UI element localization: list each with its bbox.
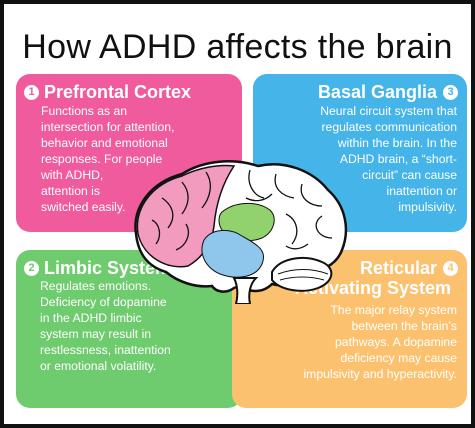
page-title: How ADHD affects the brain — [22, 28, 453, 66]
number-badge-1: 1 — [24, 85, 39, 100]
reticular-activating-system-text: The major relay system between the brain… — [303, 303, 457, 381]
prefrontal-cortex-text: Functions as an intersection for attenti… — [41, 104, 175, 214]
reticular-heading: Reticular — [359, 258, 437, 278]
limbic-system-heading: Limbic System — [44, 258, 172, 278]
limbic-system-text: Regulates emotions. Deficiency of dopami… — [40, 279, 171, 373]
basal-ganglia-text: Neural circuit system that regulates com… — [320, 104, 457, 214]
number-badge-4: 4 — [443, 261, 458, 276]
limbic-region — [201, 230, 264, 278]
brain-stem — [232, 277, 259, 304]
number-badge-2: 2 — [24, 261, 39, 276]
activating-system-heading: Activating System — [294, 278, 451, 298]
cerebellum — [271, 256, 333, 292]
basal-ganglia-card: Basal Ganglia 3 Neural circuit system th… — [253, 74, 467, 232]
number-badge-3: 3 — [443, 85, 458, 100]
prefrontal-cortex-heading: Prefrontal Cortex — [44, 82, 192, 102]
brain-illustration — [134, 160, 348, 304]
prefrontal-cortex-card: 1 Prefrontal Cortex Functions as an inte… — [16, 74, 242, 232]
basal-ganglia-heading: Basal Ganglia — [317, 82, 437, 102]
